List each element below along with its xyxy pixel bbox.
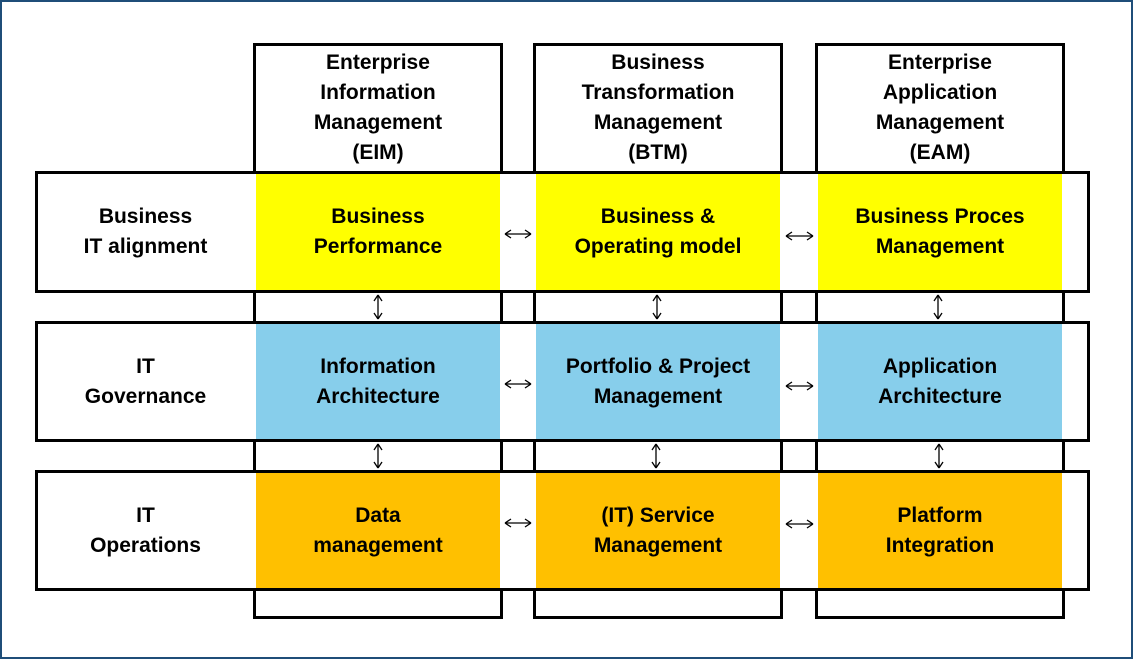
cell-portfolio-project-management: Portfolio & Project Management bbox=[536, 324, 780, 439]
double-arrow-horizontal bbox=[785, 231, 814, 241]
double-arrow-horizontal bbox=[504, 379, 532, 389]
row-label-operations: IT Operations bbox=[90, 503, 201, 557]
cell-data-management: Data management bbox=[256, 473, 500, 588]
double-arrow-vertical bbox=[373, 294, 383, 320]
cell-platform-integration: Platform Integration bbox=[818, 473, 1062, 588]
double-arrow-horizontal bbox=[504, 229, 532, 239]
double-arrow-vertical bbox=[933, 294, 943, 320]
row-label-governance: IT Governance bbox=[84, 354, 207, 408]
row-label-alignment: Business IT alignment bbox=[83, 205, 208, 258]
double-arrow-vertical bbox=[373, 443, 383, 469]
cell-information-architecture: Information Architecture bbox=[256, 324, 500, 439]
double-arrow-horizontal bbox=[785, 381, 814, 391]
double-arrow-vertical bbox=[934, 443, 944, 469]
column-header-btm: Business Transformation Management (BTM) bbox=[581, 51, 735, 164]
column-header-eim: Enterprise Information Management (EIM) bbox=[313, 51, 443, 164]
column-header-eam: Enterprise Application Management (EAM) bbox=[875, 51, 1005, 164]
double-arrow-vertical bbox=[651, 443, 661, 469]
double-arrow-vertical bbox=[652, 294, 662, 320]
double-arrow-horizontal bbox=[785, 519, 814, 529]
cell-it-service-management: (IT) Service Management bbox=[536, 473, 780, 588]
double-arrow-horizontal bbox=[504, 518, 532, 528]
cell-business-process-management: Business Proces Management bbox=[818, 174, 1062, 290]
cell-business-operating-model: Business & Operating model bbox=[536, 174, 780, 290]
cell-business-performance: Business Performance bbox=[256, 174, 500, 290]
cell-application-architecture: Application Architecture bbox=[818, 324, 1062, 439]
